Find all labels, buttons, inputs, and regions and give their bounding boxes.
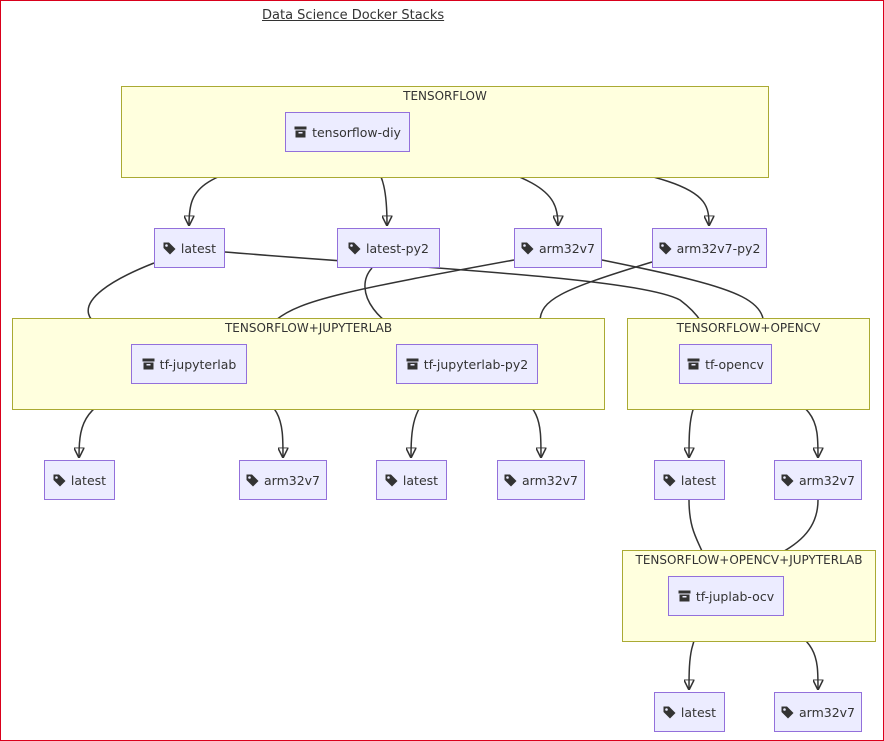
node-label: tf-jupyterlab [159, 356, 237, 372]
node-tag-latest: latest [154, 228, 225, 268]
node-label: arm32v7 [798, 704, 855, 720]
node-tag-arm32v7-py2: arm32v7-py2 [652, 228, 767, 268]
node-tfo-latest: latest [654, 460, 725, 500]
node-label: arm32v7-py2 [676, 240, 761, 256]
node-label: latest [680, 472, 717, 488]
node-tag-latest-py2: latest-py2 [337, 228, 440, 268]
cluster-tensorflow: TENSORFLOW [121, 86, 769, 178]
tag-icon [781, 474, 794, 487]
tag-icon [53, 474, 66, 487]
node-label: arm32v7 [521, 472, 578, 488]
node-tfjp2-arm32v7: arm32v7 [497, 460, 585, 500]
node-label: latest [70, 472, 107, 488]
node-tfjp2-latest: latest [376, 460, 447, 500]
node-label: tf-opencv [705, 356, 764, 372]
node-tfjo-latest: latest [654, 692, 725, 732]
tag-icon [663, 706, 676, 719]
cluster-label: TENSORFLOW+JUPYTERLAB [224, 321, 393, 335]
cluster-label: TENSORFLOW [403, 89, 487, 103]
node-label: latest [680, 704, 717, 720]
node-label: tensorflow-diy [312, 124, 401, 140]
node-label: arm32v7 [538, 240, 595, 256]
node-tf-jupyterlab-py2: tf-jupyterlab-py2 [396, 344, 538, 384]
tag-icon [385, 474, 398, 487]
tag-icon [504, 474, 517, 487]
node-tag-arm32v7: arm32v7 [514, 228, 602, 268]
diagram-title: Data Science Docker Stacks [262, 8, 445, 23]
node-tfj-arm32v7: arm32v7 [239, 460, 327, 500]
archive-icon [142, 358, 155, 370]
node-label: latest [180, 240, 217, 256]
node-label: tf-juplab-ocv [695, 588, 775, 604]
tag-icon [659, 242, 672, 255]
node-tfj-latest: latest [44, 460, 115, 500]
node-tf-jupyterlab: tf-jupyterlab [131, 344, 247, 384]
archive-icon [687, 358, 700, 370]
tag-icon [163, 242, 176, 255]
tag-icon [521, 242, 534, 255]
node-tfjo-arm32v7: arm32v7 [774, 692, 862, 732]
node-tf-juplab-ocv: tf-juplab-ocv [668, 576, 784, 616]
node-label: latest-py2 [366, 240, 429, 256]
node-label: latest [402, 472, 439, 488]
tag-icon [663, 474, 676, 487]
node-tensorflow-diy: tensorflow-diy [285, 112, 410, 152]
tag-icon [246, 474, 259, 487]
tag-icon [781, 706, 794, 719]
node-tfo-arm32v7: arm32v7 [774, 460, 862, 500]
archive-icon [406, 358, 419, 370]
cluster-label: TENSORFLOW+OPENCV+JUPYTERLAB [635, 553, 863, 567]
cluster-label: TENSORFLOW+OPENCV [676, 321, 821, 335]
node-label: arm32v7 [798, 472, 855, 488]
node-tf-opencv: tf-opencv [679, 344, 772, 384]
node-label: arm32v7 [263, 472, 320, 488]
archive-icon [678, 590, 691, 602]
tag-icon [348, 242, 361, 255]
archive-icon [294, 126, 307, 138]
node-label: tf-jupyterlab-py2 [423, 356, 529, 372]
